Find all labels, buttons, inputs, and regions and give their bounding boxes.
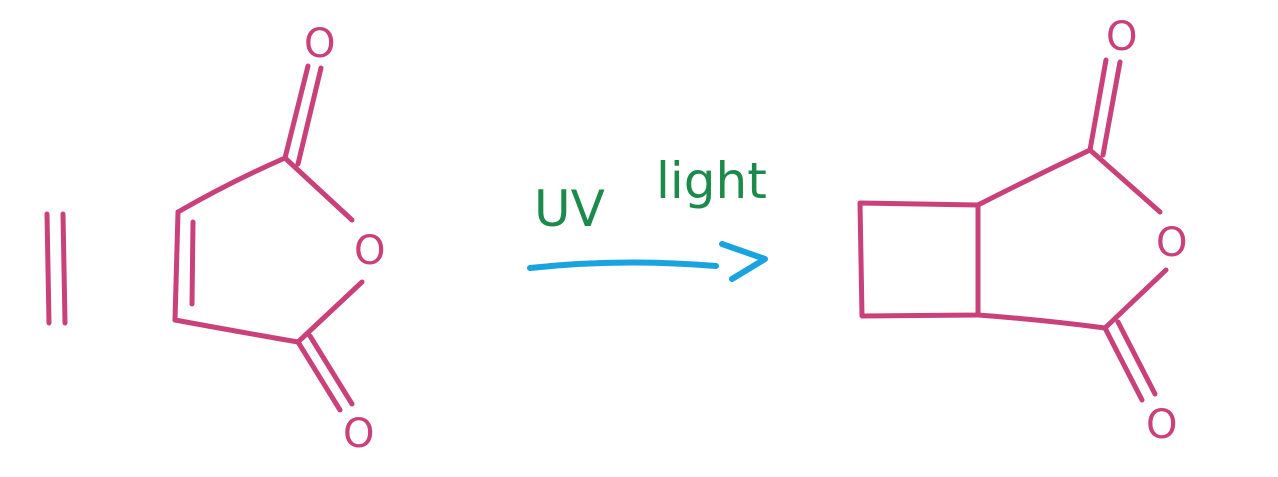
upper-carbonyl-bond-1 <box>282 63 311 161</box>
product-lower-co-ring-bond <box>1102 267 1169 331</box>
lower-co-ring-bond <box>295 279 365 345</box>
lower-cc-bond <box>172 317 301 345</box>
ring-cc-double-bond-inner <box>189 219 196 307</box>
upper-cc-bond <box>175 155 288 215</box>
reactant-ring-oxygen-label: O <box>354 228 385 274</box>
product-lower-carbonyl-bond-2 <box>1115 319 1158 397</box>
product-upper-carbonyl-bond-1 <box>1087 57 1109 153</box>
product-molecule: O O O <box>857 14 1187 448</box>
cyclobutane-ring <box>857 200 981 319</box>
maleic-anhydride-molecule: O O O <box>172 21 385 457</box>
ethylene-bond-line-2 <box>60 211 68 326</box>
product-top-oxygen-label: O <box>1106 14 1137 60</box>
ethylene-molecule <box>44 211 68 326</box>
reaction-condition-light: light <box>656 152 767 210</box>
product-upper-co-ring-bond <box>1087 147 1163 215</box>
ring-cc-double-bond-outer <box>172 209 181 323</box>
ethylene-bond-line-1 <box>44 211 52 326</box>
reaction-condition-uv: UV <box>534 180 605 238</box>
upper-carbonyl-bond-2 <box>295 65 324 167</box>
product-bottom-oxygen-label: O <box>1146 402 1177 448</box>
reaction-arrow-head <box>719 241 768 282</box>
product-upper-cc-bond <box>975 147 1093 208</box>
product-ring-oxygen-label: O <box>1156 220 1187 266</box>
product-lower-cc-bond <box>975 312 1108 331</box>
lower-carbonyl-bond-2 <box>307 333 355 407</box>
upper-co-ring-bond <box>282 155 355 223</box>
lower-carbonyl-bond-1 <box>295 339 343 413</box>
product-lower-carbonyl-bond-1 <box>1102 325 1145 403</box>
reactant-top-oxygen-label: O <box>304 21 335 67</box>
reaction-arrow-group: UV light <box>527 152 768 282</box>
reactant-bottom-oxygen-label: O <box>343 411 374 457</box>
reaction-arrow-shaft <box>527 259 719 271</box>
product-upper-carbonyl-bond-2 <box>1100 59 1123 158</box>
